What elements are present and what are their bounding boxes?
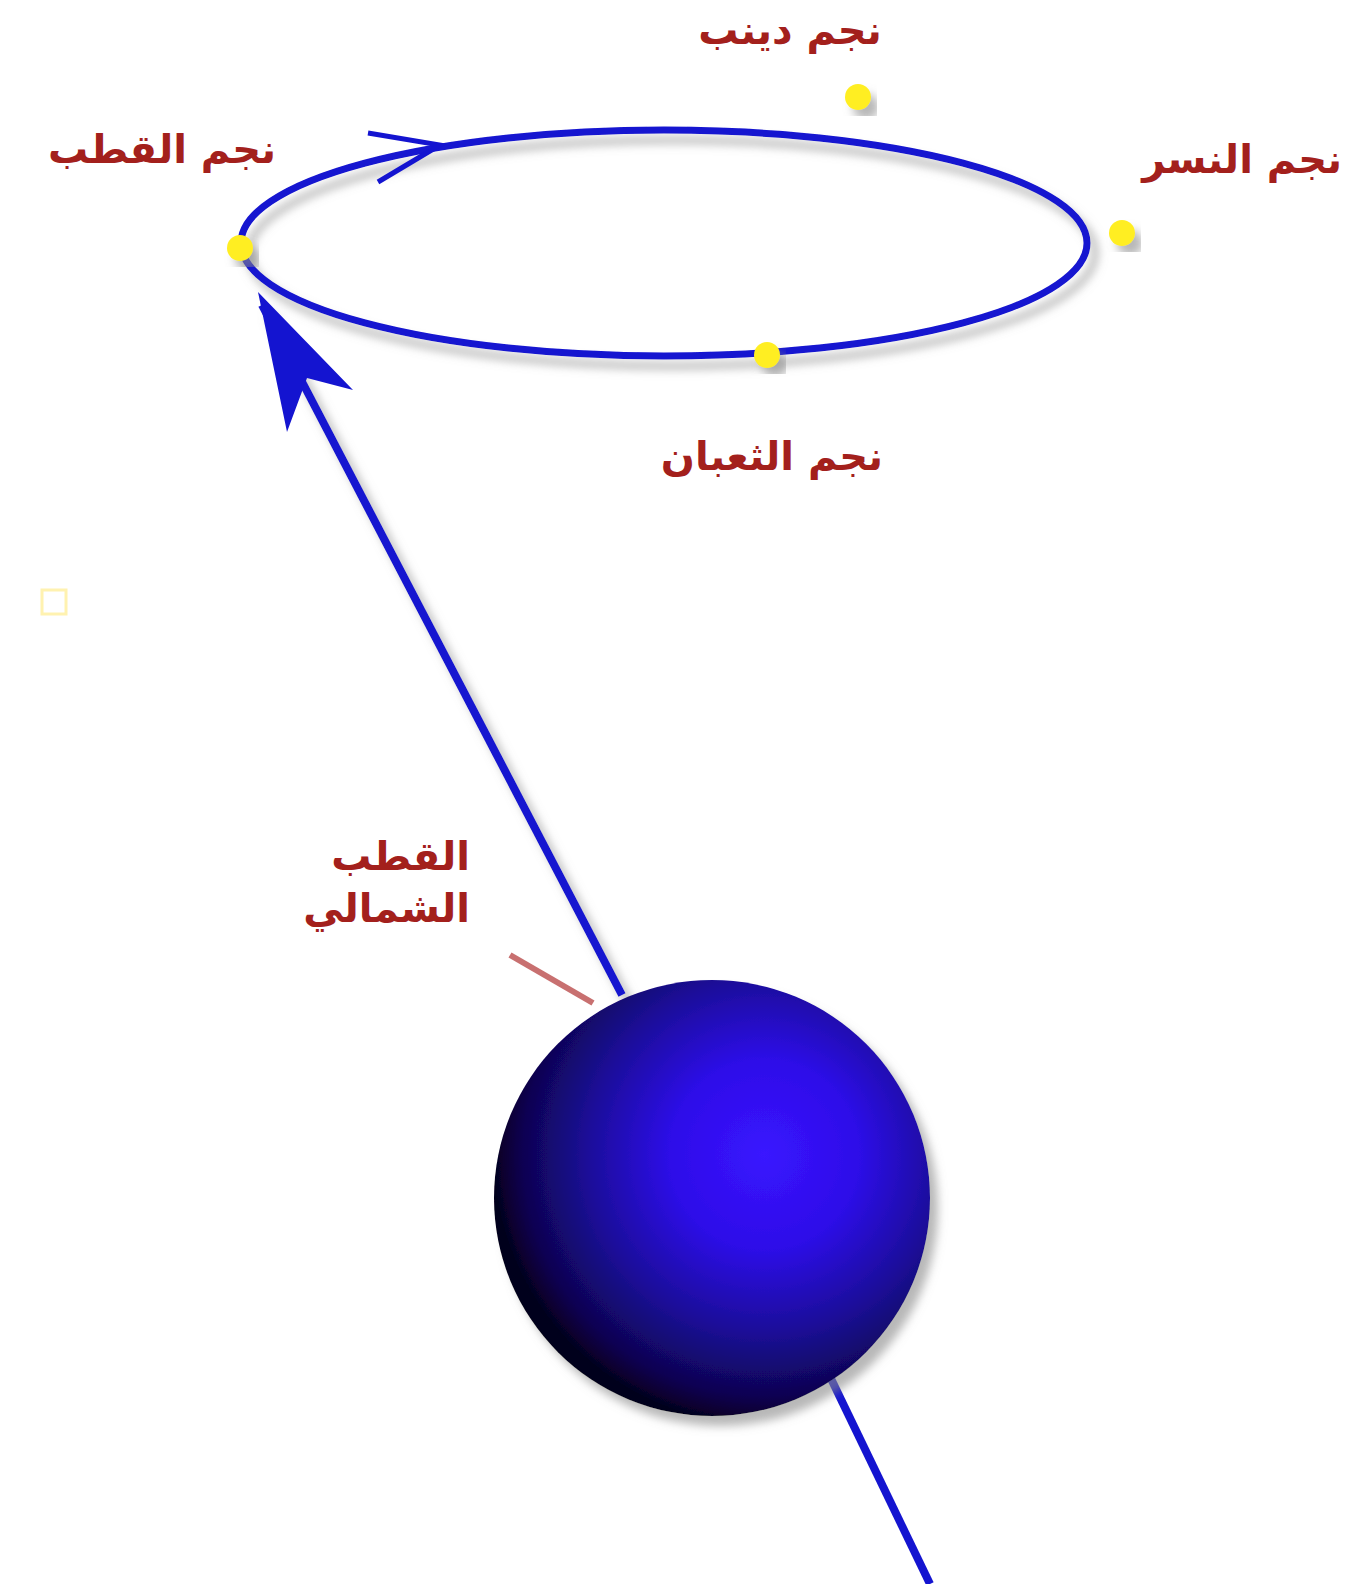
star-dot <box>845 84 871 110</box>
star-dot <box>227 235 253 261</box>
precession-ellipse <box>241 130 1087 356</box>
axis-arrowhead <box>258 292 353 432</box>
star-label: القطب الشمالي <box>240 830 470 934</box>
star-label: نجم القطب <box>48 123 276 175</box>
leader-line <box>510 955 593 1003</box>
earth-globe <box>494 980 930 1416</box>
star-dot <box>754 342 780 368</box>
star-dot <box>1109 220 1135 246</box>
faint-marker <box>42 590 66 614</box>
star-label: نجم دينب <box>698 4 881 56</box>
star-label: نجم الثعبان <box>661 430 883 482</box>
earth-axis-lower <box>822 1360 930 1584</box>
star-label: نجم النسر <box>1142 133 1342 185</box>
direction-arrow <box>368 133 440 182</box>
